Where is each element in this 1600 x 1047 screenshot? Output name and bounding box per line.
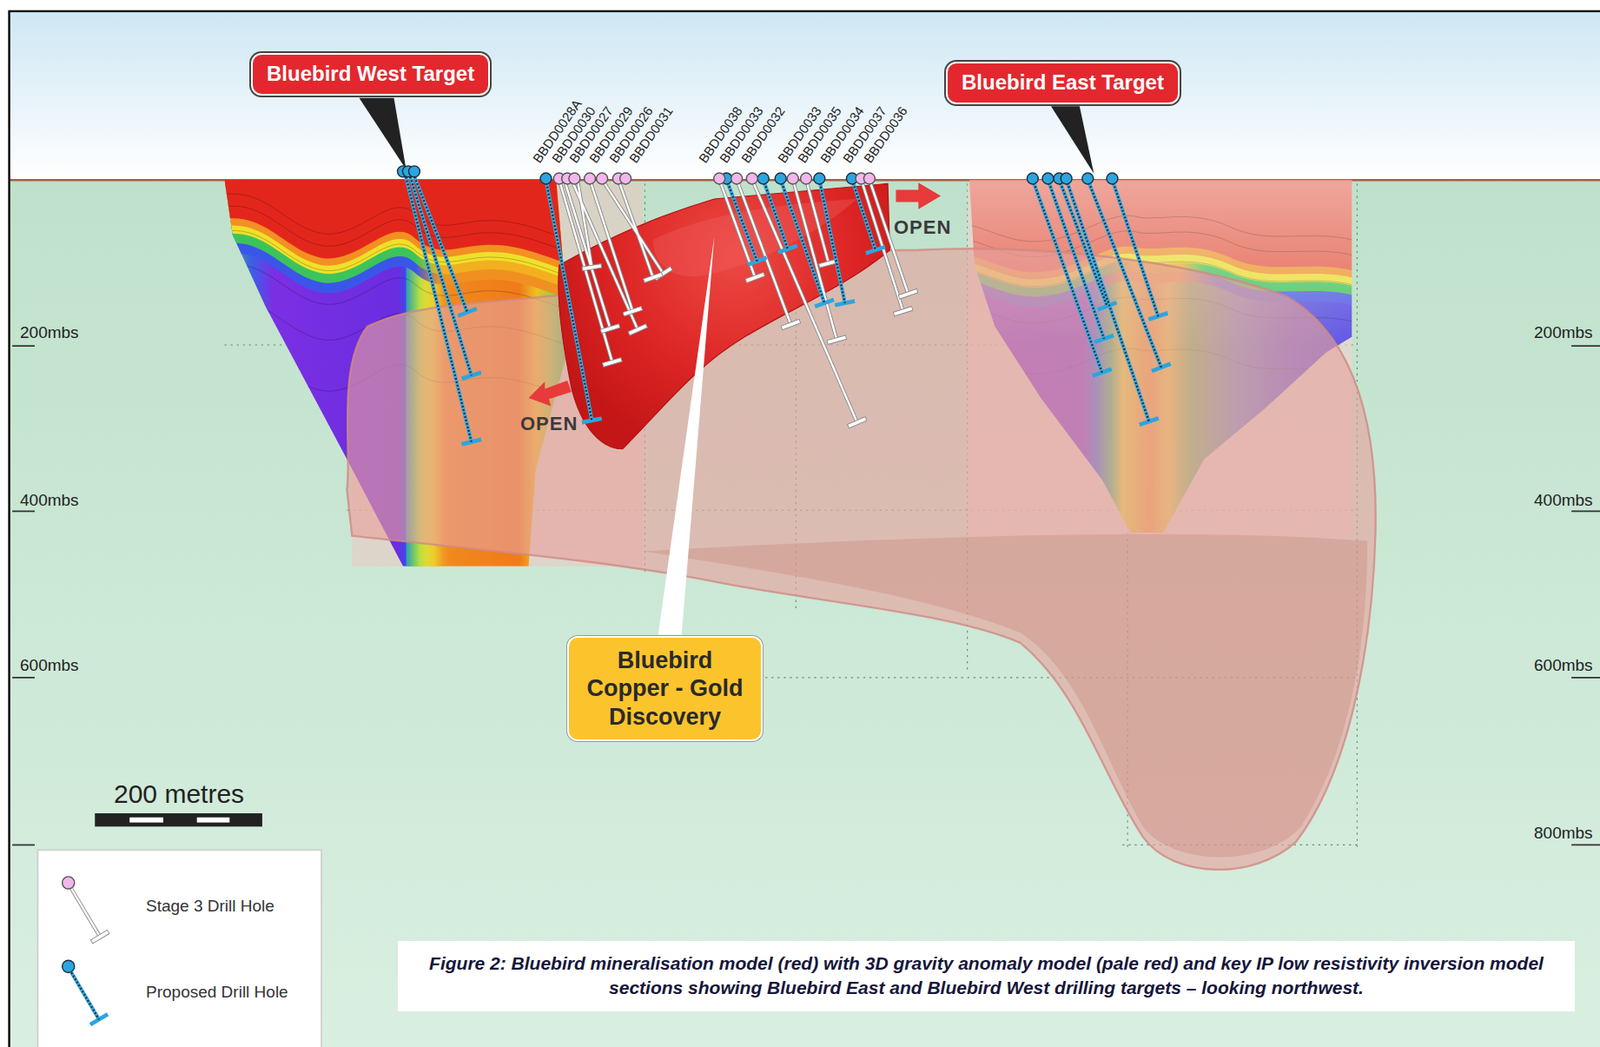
depth-label: 200mbs (1533, 323, 1594, 343)
figure-caption: Figure 2: Bluebird mineralisation model … (397, 940, 1575, 1012)
legend-text: Proposed Drill Hole (145, 982, 289, 1002)
scale-label: 200 metres (113, 779, 245, 810)
depth-label: 600mbs (19, 655, 80, 675)
open-label: OPEN (520, 412, 578, 435)
callout-text: Bluebird East Target (961, 70, 1164, 96)
depth-label: 800mbs (1533, 823, 1594, 843)
callout-text: Bluebird Copper - Gold Discovery (575, 646, 754, 731)
target-callout: Bluebird West Target (251, 52, 490, 96)
depth-label: 600mbs (1533, 655, 1594, 675)
depth-label: 400mbs (1533, 490, 1594, 510)
open-label: OPEN (893, 216, 952, 239)
callout-text: Bluebird West Target (266, 61, 475, 87)
depth-label: 200mbs (19, 323, 80, 343)
discovery-callout: Bluebird Copper - Gold Discovery (567, 635, 763, 741)
target-callout: Bluebird East Target (945, 61, 1180, 105)
depth-label: 400mbs (19, 490, 80, 510)
legend-text: Stage 3 Drill Hole (145, 896, 275, 916)
